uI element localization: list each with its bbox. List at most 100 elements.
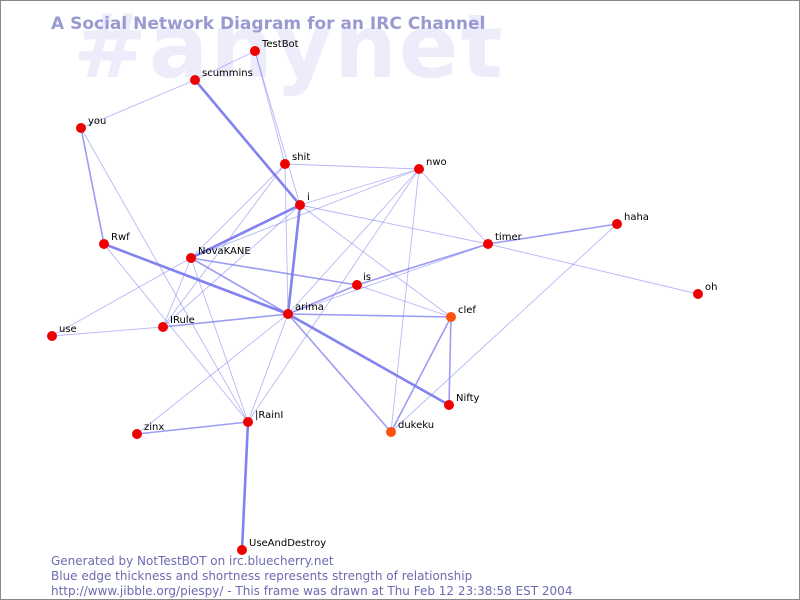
edge-nwo-arima [287, 168, 420, 315]
edge-i-arima [286, 204, 302, 315]
node-dot [283, 309, 293, 319]
node-label: timer [495, 232, 523, 243]
edge-shit-nwo [284, 163, 420, 170]
node-i: i [295, 192, 310, 210]
node-dot [444, 400, 454, 410]
node-dot [352, 280, 362, 290]
edge-timer-is [356, 243, 489, 286]
node-shit: shit [280, 152, 310, 169]
edge-i-nwo [299, 168, 420, 206]
edge-arima-Nifty [287, 312, 450, 407]
edge-is-arima [287, 284, 358, 315]
node-IRainI: |RainI [243, 410, 283, 427]
node-UseAndDestroy: UseAndDestroy [237, 538, 326, 555]
node-label: Rwf [111, 232, 130, 243]
edges-layer [51, 50, 699, 551]
nodes-layer: TestBot scummins you shit nwo i haha timer oh Rwf… [47, 39, 717, 555]
edge-NovaKANE-arima [190, 257, 289, 315]
node-dot [612, 219, 622, 229]
footer-legend-line: Blue edge thickness and shortness repres… [51, 569, 473, 583]
node-label: nwo [426, 157, 447, 168]
node-IRule: IRule [158, 315, 195, 332]
edge-TestBot-shit [254, 50, 286, 165]
edge-i-IRule [162, 204, 301, 328]
node-label: scummins [202, 68, 253, 79]
node-label: oh [705, 282, 717, 293]
node-dot [386, 427, 396, 437]
node-Nifty: Nifty [444, 393, 480, 410]
edge-arima-IRule [162, 313, 289, 328]
edge-nwo-dukeku [390, 168, 420, 433]
node-label: TestBot [261, 39, 299, 50]
node-label: clef [458, 305, 476, 316]
edge-shit-NovaKANE [190, 163, 286, 259]
node-label: arima [295, 302, 324, 313]
node-dot [295, 200, 305, 210]
node-arima: arima [283, 302, 324, 319]
node-dot [693, 289, 703, 299]
node-dot [280, 159, 290, 169]
edge-arima-dukeku [287, 313, 392, 433]
node-dot [190, 75, 200, 85]
edge-timer-oh [487, 243, 699, 295]
edge-zinx-IRainI [136, 421, 249, 435]
node-dot [237, 545, 247, 555]
edge-you-IRainI [80, 127, 249, 423]
node-scummins: scummins [190, 68, 253, 85]
edge-scummins-you [80, 79, 196, 129]
node-dot [47, 331, 57, 341]
edge-NovaKANE-IRainI [190, 257, 249, 423]
channel-watermark: #anynet [73, 0, 505, 98]
node-dot [132, 429, 142, 439]
node-timer: timer [483, 232, 523, 249]
edge-clef-dukeku [390, 316, 452, 433]
node-dot [99, 239, 109, 249]
edge-NovaKANE-IRule [162, 257, 192, 328]
node-you: you [76, 116, 106, 133]
edge-arima-zinx [136, 313, 289, 435]
edge-i-timer [299, 204, 489, 245]
node-dot [158, 322, 168, 332]
footer: Generated by NotTestBOT on irc.bluecherr… [51, 554, 572, 599]
node-dot [414, 164, 424, 174]
node-dot [186, 253, 196, 263]
edge-you-Rwf [80, 127, 105, 245]
edge-Rwf-IRainI [103, 243, 249, 423]
node-label: haha [624, 212, 649, 223]
edge-nwo-timer [418, 168, 489, 245]
edge-clef-Nifty [448, 316, 452, 406]
node-dot [250, 46, 260, 56]
edge-IRainI-UseAndDestroy [240, 421, 250, 551]
edge-NovaKANE-use [51, 257, 192, 337]
node-is: is [352, 272, 371, 290]
edge-Rwf-arima [103, 242, 289, 316]
node-use: use [47, 324, 77, 341]
node-dot [76, 123, 86, 133]
edge-TestBot-i [254, 50, 301, 206]
node-label: you [88, 116, 106, 127]
edge-arima-clef [287, 313, 452, 318]
edge-scummins-i [194, 79, 301, 206]
node-haha: haha [612, 212, 649, 229]
edge-timer-haha [487, 223, 618, 245]
node-label: Nifty [456, 393, 480, 404]
edge-arima-IRainI [247, 313, 289, 423]
node-clef: clef [446, 305, 476, 322]
node-label: NovaKANE [198, 246, 251, 257]
node-nwo: nwo [414, 157, 447, 174]
edge-shit-arima [284, 163, 289, 315]
node-label: use [59, 324, 77, 335]
node-label: i [307, 192, 310, 203]
node-NovaKANE: NovaKANE [186, 246, 251, 263]
diagram-title: A Social Network Diagram for an IRC Chan… [51, 14, 486, 34]
edge-nwo-NovaKANE [190, 168, 420, 259]
edge-scummins-TestBot [194, 50, 256, 81]
edge-i-clef [299, 204, 452, 318]
node-TestBot: TestBot [250, 39, 299, 56]
node-label: UseAndDestroy [249, 538, 326, 549]
edge-haha-dukeku [390, 223, 618, 433]
node-zinx: zinx [132, 422, 164, 439]
node-Rwf: Rwf [99, 232, 130, 249]
node-label: is [363, 272, 371, 283]
